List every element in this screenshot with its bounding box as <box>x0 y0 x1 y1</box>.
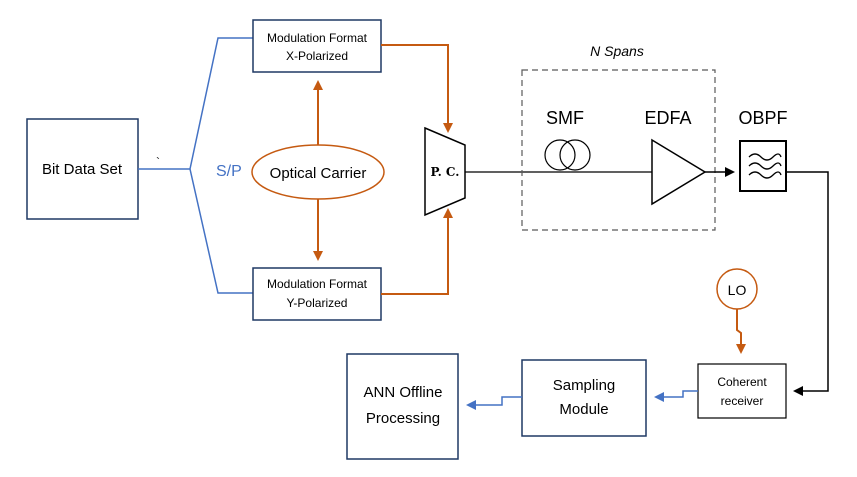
mod-y-line1: Modulation Format <box>267 277 368 291</box>
edfa-amplifier-icon <box>651 138 707 206</box>
sp-label: S/P <box>216 163 242 180</box>
pc-combiner <box>424 126 466 217</box>
mod-y-line2: Y-Polarized <box>287 296 348 310</box>
lo-label: LO <box>728 282 747 298</box>
bit-data-set-label: Bit Data Set <box>42 161 123 178</box>
sampling-module-box <box>521 359 647 437</box>
coherent-line1: Coherent <box>717 375 767 389</box>
n-spans-box <box>521 69 716 231</box>
sp-upper-branch <box>189 37 253 170</box>
ann-processing-box <box>346 353 459 460</box>
coherent-line2: receiver <box>721 394 764 408</box>
tick-mark: ` <box>156 155 160 169</box>
bit-data-set-box <box>26 118 139 220</box>
edfa-label: EDFA <box>644 108 691 128</box>
coherent-receiver-box <box>697 363 787 419</box>
mod-y-to-pc-arrow <box>381 208 453 295</box>
mod-x-line2: X-Polarized <box>286 49 348 63</box>
mod-x-box <box>252 19 382 73</box>
ann-line1: ANN Offline <box>364 384 443 401</box>
receiver-to-sampling-arrow <box>654 390 698 402</box>
lo-to-receiver-arrow <box>736 309 746 354</box>
sampling-line1: Sampling <box>553 377 616 394</box>
mod-y-box <box>252 267 382 321</box>
obpf-label: OBPF <box>738 108 787 128</box>
sp-lower-branch <box>189 168 253 294</box>
mod-x-line1: Modulation Format <box>267 31 368 45</box>
pc-label: P. C. <box>431 165 460 179</box>
optical-carrier-label: Optical Carrier <box>270 165 367 182</box>
sampling-line2: Module <box>559 401 608 418</box>
obpf-to-receiver-arrow <box>786 171 829 396</box>
mod-x-to-pc-arrow <box>381 44 453 133</box>
smf-label: SMF <box>546 108 584 128</box>
ann-line2: Processing <box>366 410 440 427</box>
n-spans-label: N Spans <box>590 43 644 59</box>
sampling-to-ann-arrow <box>466 396 522 410</box>
obpf-filter-icon <box>739 140 787 192</box>
smf-coil-icon <box>544 139 591 171</box>
